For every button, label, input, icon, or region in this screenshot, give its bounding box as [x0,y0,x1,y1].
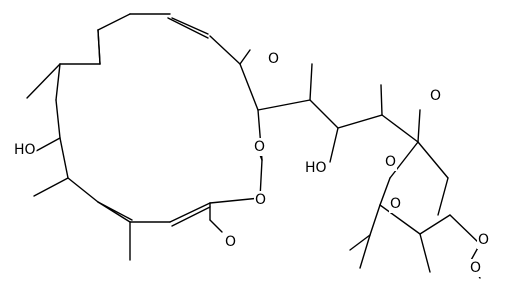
bond [209,197,261,204]
atom-label-backdrop [477,231,491,249]
bond [417,141,449,179]
atom-label: O [225,234,236,250]
atom-label-backdrop [254,191,268,209]
bond [417,109,421,143]
bond [209,35,241,65]
bond [389,141,419,179]
atom-label: O [478,232,489,248]
atom-label-backdrop [253,138,267,156]
bond [449,214,481,245]
bond [257,99,311,111]
bond [167,17,209,39]
bond [209,219,223,233]
atom-label: O [254,139,265,155]
bond [171,206,211,227]
bond [419,233,431,273]
bond [379,177,391,206]
bond [329,127,339,163]
bond [97,29,101,65]
bond [437,177,449,216]
bond [171,17,209,35]
bond [359,234,371,269]
bond [239,63,259,111]
bond [419,214,451,235]
bond [55,63,61,101]
atom-label-backdrop [384,153,398,171]
atom-label-backdrop [13,141,37,159]
atom-label: O [470,260,481,276]
atom-label-backdrop [304,159,328,177]
atom-label: HO [14,142,36,158]
bond [33,177,69,197]
bond-group [26,13,481,279]
atom-label: HO [305,160,327,176]
bond [380,84,383,116]
bond [309,99,339,129]
bond [239,49,251,65]
atom-label: O [390,196,401,212]
bond [379,204,421,235]
atom-label-backdrop [389,195,403,213]
bond [349,234,371,251]
atom-label-backdrop [469,259,483,277]
bond [169,202,211,223]
atom-label: O [430,88,441,104]
atom-label-backdrop [224,233,238,251]
bond [26,63,61,99]
bond [369,204,381,236]
bond [59,137,69,179]
bond [309,63,313,101]
bond [55,99,61,139]
bond [381,114,419,143]
atom-label-backdrop [267,50,281,68]
atom-label: O [255,192,266,208]
atom-label: O [268,51,279,67]
bond [67,177,99,203]
atom-label: O [385,154,396,170]
bond [97,13,131,31]
bond [97,201,133,221]
atom-label-backdrop [429,87,443,105]
bond [337,114,383,129]
